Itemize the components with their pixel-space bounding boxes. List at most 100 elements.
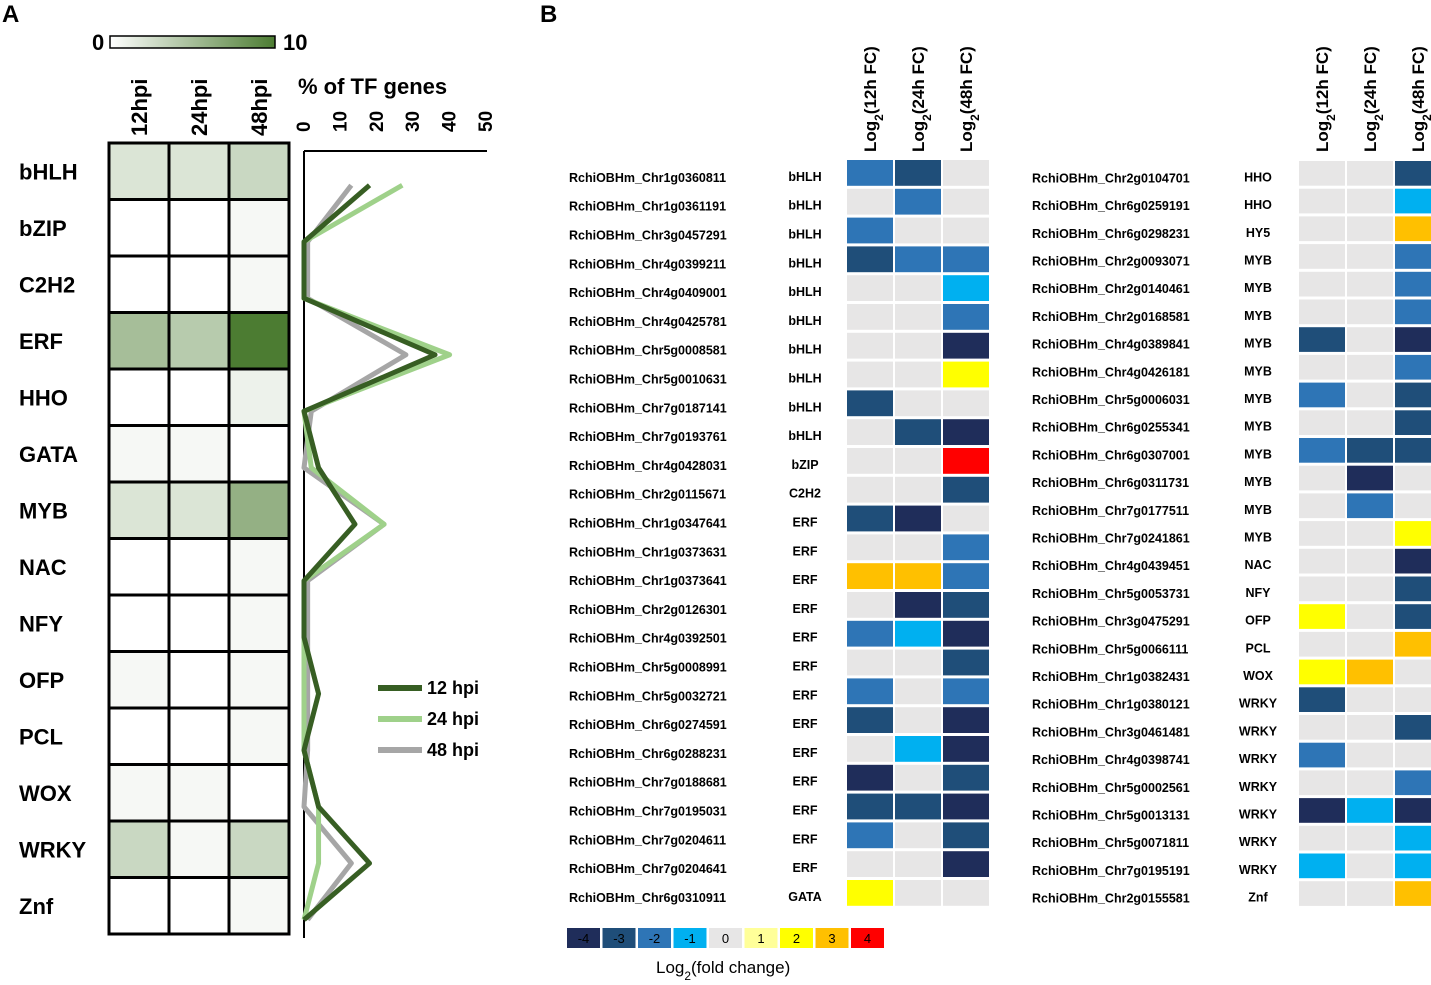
fc-cell (1347, 631, 1393, 657)
fc-cell (895, 448, 941, 474)
gene-id: RchiOBHm_Chr7g0204611 (569, 833, 726, 847)
heat-cell (227, 537, 291, 597)
gene-family: ERF (793, 544, 818, 558)
fc-cell (1395, 216, 1431, 242)
scale-swatch (709, 928, 742, 948)
gene-id: RchiOBHm_Chr4g0392501 (569, 632, 727, 646)
fc-cell (847, 304, 893, 330)
fc-cell (1395, 188, 1431, 214)
fc-cell (847, 620, 893, 647)
label-subscript: 2 (684, 969, 691, 983)
scale-label: -1 (684, 931, 696, 946)
row-label: GATA (19, 442, 78, 467)
gene-family: HHO (1244, 170, 1272, 184)
fc-cell (1395, 354, 1431, 380)
gene-family: MYB (1244, 309, 1272, 323)
heat-cell (167, 819, 231, 879)
label-part: (48h FC) (1409, 46, 1428, 114)
scale-swatch (744, 928, 778, 948)
heat-cell (167, 876, 231, 936)
fc-cell (1395, 465, 1431, 491)
fc-cell (1395, 604, 1431, 629)
gene-family: ERF (793, 804, 818, 818)
label-part: Log (909, 121, 928, 152)
gene-family: WRKY (1239, 724, 1278, 738)
x-tick-label: 10 (330, 111, 351, 132)
fold-change-scale-title: Log2(fold change) (656, 958, 790, 983)
gene-family: bHLH (788, 256, 821, 270)
fc-cell (943, 534, 989, 561)
fc-column-header: Log2(48h FC) (1409, 46, 1431, 152)
gene-family: ERF (793, 573, 818, 587)
fc-cell (943, 188, 989, 215)
label-part: (24h FC) (909, 46, 928, 114)
fc-cell (1299, 299, 1345, 325)
fc-cell (1395, 161, 1431, 186)
gene-family: bHLH (788, 228, 821, 242)
scale-swatch (567, 928, 600, 948)
fc-cell (895, 707, 941, 733)
fc-cell (895, 534, 941, 561)
fc-cell (1299, 576, 1345, 602)
gene-id: RchiOBHm_Chr2g0104701 (1032, 171, 1190, 185)
gene-id: RchiOBHm_Chr7g0241861 (1032, 531, 1190, 545)
gene-id: RchiOBHm_Chr5g0002561 (1032, 781, 1190, 795)
fc-cell (943, 448, 989, 474)
heat-cell (167, 198, 231, 258)
fc-cell (943, 649, 989, 676)
fc-cell (943, 160, 989, 186)
heat-cell (227, 706, 291, 766)
fc-cell (1395, 881, 1431, 906)
gene-family: MYB (1244, 364, 1272, 378)
heat-cell (107, 537, 171, 597)
heat-cell (227, 424, 291, 484)
gene-id: RchiOBHm_Chr1g0382431 (1032, 670, 1190, 684)
gene-id: RchiOBHm_Chr5g0053731 (1032, 587, 1190, 601)
gene-family: WRKY (1239, 697, 1278, 711)
heat-cell (227, 763, 291, 823)
scale-swatch (638, 928, 671, 948)
gene-id: RchiOBHm_Chr4g0399211 (569, 257, 726, 271)
gene-family: MYB (1244, 337, 1272, 351)
heat-cell (167, 367, 231, 427)
fc-cell (895, 649, 941, 676)
gene-id: RchiOBHm_Chr1g0347641 (569, 517, 727, 531)
gene-id: RchiOBHm_Chr5g0008581 (569, 344, 727, 358)
gene-id: RchiOBHm_Chr5g0013131 (1032, 808, 1190, 822)
gene-family: Znf (1248, 891, 1268, 905)
gene-id: RchiOBHm_Chr4g0409001 (569, 286, 727, 300)
fc-cell (1347, 548, 1393, 574)
gene-id: RchiOBHm_Chr7g0195031 (569, 805, 727, 819)
fc-cell (895, 764, 941, 791)
gene-family: ERF (793, 688, 818, 702)
fc-cell (943, 390, 989, 417)
fc-cell (1395, 715, 1431, 740)
scale-swatch (851, 928, 884, 948)
fc-cell (1347, 216, 1393, 242)
fc-cell (943, 736, 989, 762)
fc-cell (1395, 798, 1431, 823)
fc-cell (1395, 271, 1431, 297)
fc-cell (1395, 382, 1431, 408)
label-part: Log (1313, 121, 1332, 152)
label-part: (24h FC) (1361, 46, 1380, 114)
heat-cell (227, 819, 291, 879)
fc-cell (895, 217, 941, 244)
gene-family: WRKY (1239, 835, 1278, 849)
gene-id: RchiOBHm_Chr3g0457291 (569, 229, 727, 243)
fc-cell (1395, 770, 1431, 796)
fc-cell (895, 736, 941, 762)
fc-cell (1395, 244, 1431, 269)
fc-cell (943, 246, 989, 273)
fc-cell (847, 160, 893, 186)
heat-cell (107, 593, 171, 653)
heat-cell (107, 367, 171, 427)
gene-family: OFP (1245, 614, 1271, 628)
gene-id: RchiOBHm_Chr7g0204641 (569, 862, 727, 876)
gene-id: RchiOBHm_Chr5g0066111 (1032, 642, 1188, 656)
